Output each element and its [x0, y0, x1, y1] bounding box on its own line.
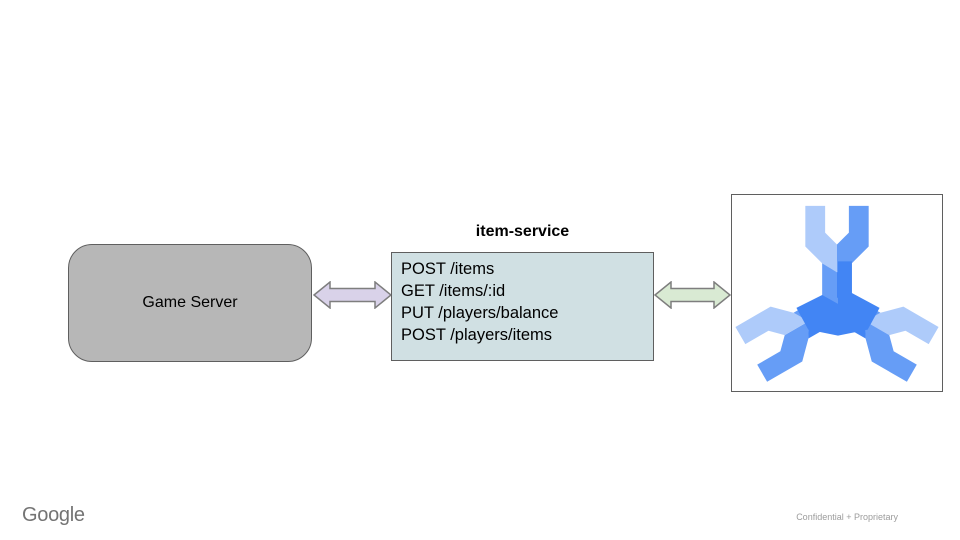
confidential-note: Confidential + Proprietary	[796, 512, 898, 522]
spanner-image-box	[731, 194, 943, 392]
endpoint-line: POST /items	[401, 260, 495, 278]
item-service-box: POST /items GET /items/:id PUT /players/…	[391, 252, 654, 361]
bidirectional-arrow-right-icon	[654, 281, 731, 309]
endpoint-line: GET /items/:id	[401, 282, 506, 300]
bidirectional-arrow-left-icon	[313, 281, 392, 309]
game-server-box: Game Server	[68, 244, 312, 362]
google-logo: Google	[22, 504, 85, 526]
endpoint-line: PUT /players/balance	[401, 304, 559, 322]
game-server-label: Game Server	[142, 294, 238, 311]
item-service-title: item-service	[475, 223, 570, 240]
endpoint-line: POST /players/items	[401, 326, 552, 344]
spanner-arm-up	[805, 205, 869, 312]
cloud-spanner-icon	[735, 205, 939, 382]
